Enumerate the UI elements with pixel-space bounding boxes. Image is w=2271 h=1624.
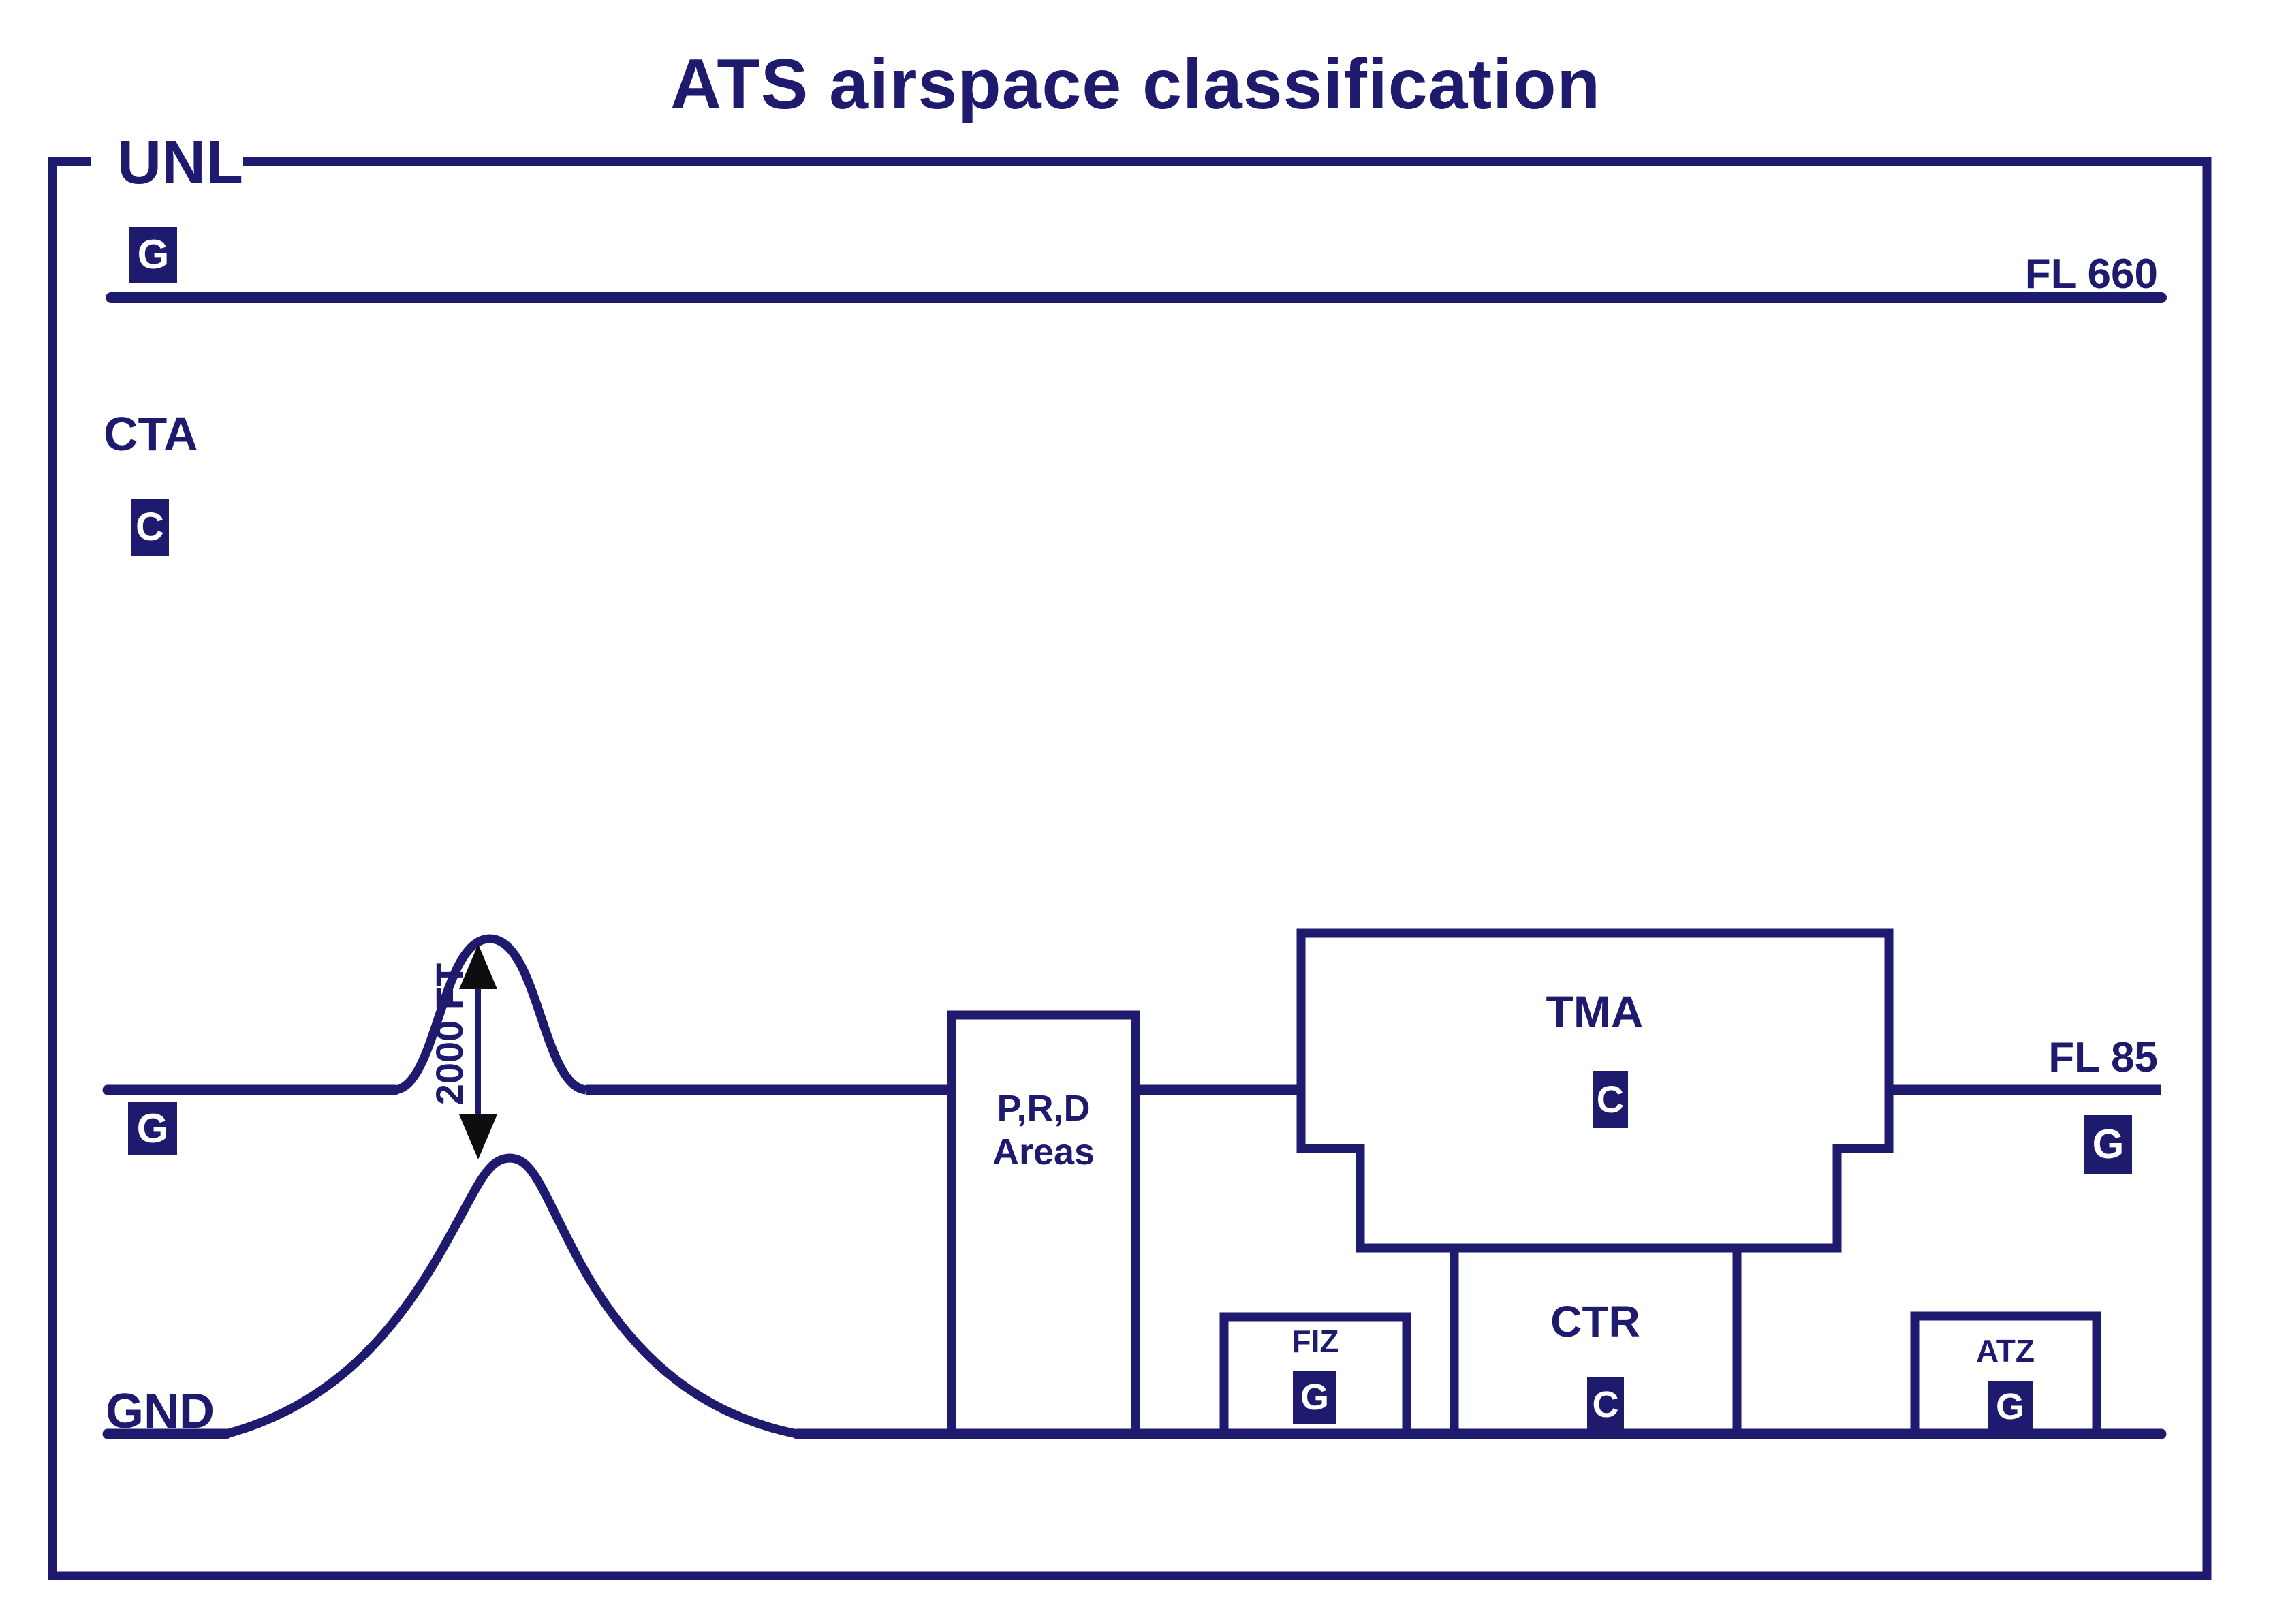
- ctr-label: CTR: [1550, 1297, 1640, 1346]
- class-badge-right-g: G: [2084, 1115, 2132, 1174]
- fiz-box: [1219, 1312, 1411, 1439]
- class-badge-fiz-g: G: [1293, 1371, 1336, 1424]
- tma-box: [1296, 928, 1894, 1253]
- prd-area-box: [947, 1010, 1140, 1439]
- class-badge-atz-g: G: [1988, 1381, 2033, 1432]
- atz-label: ATZ: [1975, 1333, 2035, 1369]
- fl660-label: FL 660: [2024, 251, 2158, 298]
- cta-label: CTA: [104, 407, 198, 460]
- page-title: ATS airspace classification: [670, 45, 1601, 124]
- arrowhead-up-icon: [459, 944, 497, 989]
- frame-border: [48, 157, 2212, 1580]
- class-badge-left-g: G: [128, 1102, 177, 1155]
- class-badge-cta-c: C: [131, 499, 169, 556]
- mountain-curve: [225, 1153, 798, 1439]
- class-badge-unl-g: G: [129, 227, 177, 283]
- prd-label-line2: Areas: [992, 1131, 1095, 1172]
- atz-box: [1910, 1311, 2101, 1439]
- fl85-label: FL 85: [2048, 1034, 2158, 1081]
- unl-label: UNL: [117, 129, 243, 197]
- ctr-box: [1450, 1243, 1742, 1439]
- class-badge-ctr-c: C: [1587, 1377, 1624, 1432]
- arrowhead-down-icon: [459, 1114, 497, 1159]
- fl85-bump: [394, 934, 587, 1095]
- mountain-height-label: 2000 FT: [428, 963, 471, 1106]
- class-badge-tma-c: C: [1593, 1071, 1628, 1128]
- fiz-label: FIZ: [1291, 1324, 1339, 1359]
- prd-label-line1: P,R,D: [997, 1088, 1091, 1129]
- tma-label: TMA: [1546, 986, 1644, 1037]
- gnd-label: GND: [106, 1384, 215, 1439]
